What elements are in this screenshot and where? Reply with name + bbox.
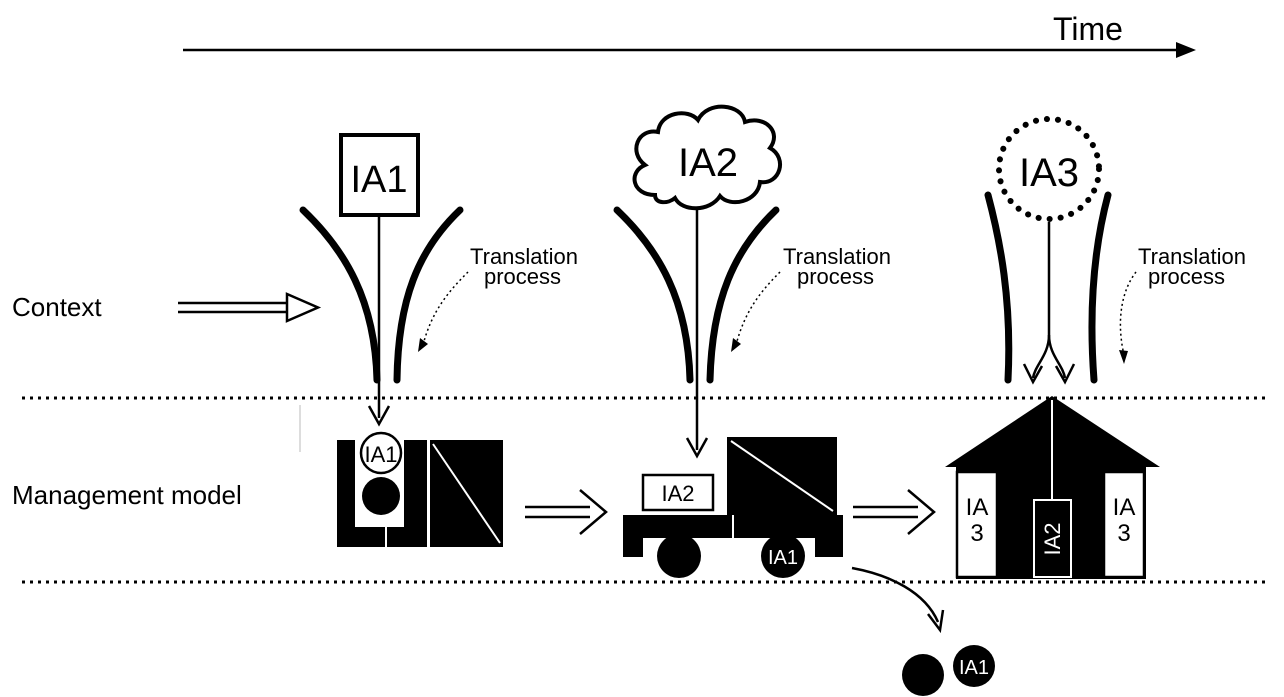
model-2: IA2 IA1 [623, 437, 843, 578]
funnel-right-2 [706, 206, 780, 384]
funnel-left-3 [984, 191, 1013, 384]
model-3: IA 3 IA 3 IA2 [945, 396, 1160, 579]
model-2-wheel-left [657, 534, 701, 578]
translation-process-label-2: Translation [783, 244, 891, 269]
context-label: Context [12, 292, 102, 322]
house-left-label-a: IA [966, 494, 989, 521]
management-model-label: Management model [12, 480, 242, 510]
model-2-wheel-right [761, 534, 805, 578]
transition-arrow-1 [525, 489, 608, 535]
model-1-ia1-circle [359, 431, 403, 475]
house-right-panel [1102, 470, 1146, 579]
funnel-right-3 [1088, 191, 1112, 384]
translation-process-label-1: Translation [470, 244, 578, 269]
model-1-ia1-label: IA1 [364, 442, 397, 467]
drop-arrow [851, 566, 940, 623]
translation-pointer-1 [422, 271, 469, 346]
dropped-ia1-label: IA1 [959, 657, 989, 679]
idea-ia2-label: IA2 [678, 141, 738, 185]
idea-ia1-box [339, 133, 420, 217]
translation-pointer-2 [735, 271, 781, 346]
dropped-ia1 [953, 645, 995, 687]
idea-ia3-label: IA3 [1019, 151, 1079, 195]
stage-3: IA3 Translation process IA 3 IA 3 IA2 [945, 116, 1246, 579]
time-arrow-head [1176, 42, 1196, 58]
house-door [1033, 499, 1072, 578]
translation-process-label-2b: process [797, 264, 874, 289]
model-1-wheel [362, 477, 400, 515]
time-axis: Time [183, 11, 1196, 58]
model-2-ia2-box [641, 473, 715, 512]
time-label: Time [1053, 11, 1123, 47]
translation-process-label-3b: process [1148, 264, 1225, 289]
translation-process-label-1b: process [484, 264, 561, 289]
house-left-label-b: 3 [970, 520, 983, 547]
model-2-ia1-label: IA1 [768, 547, 798, 569]
stage-2: IA2 Translation process IA2 IA1 IA1 [613, 104, 995, 696]
idea-ia1-label: IA1 [350, 159, 407, 201]
house-door-label: IA2 [1040, 522, 1065, 555]
model-2-ia2-label: IA2 [661, 481, 694, 506]
funnel-right-1 [393, 206, 464, 384]
funnel-left-1 [299, 206, 381, 384]
context-arrow [178, 292, 322, 323]
translation-process-label-3: Translation [1138, 244, 1246, 269]
translation-pointer-3 [1119, 271, 1137, 356]
stage-1: IA1 Translation process IA1 [299, 133, 578, 547]
transition-arrow-2 [853, 489, 936, 535]
idea-ia3-dotted-circle [996, 116, 1102, 222]
model-1: IA1 [337, 431, 503, 547]
house-right-label-a: IA [1113, 494, 1136, 521]
house-left-panel [955, 470, 999, 579]
funnel-left-2 [613, 206, 694, 384]
idea-ia2-cloud [632, 104, 782, 211]
house-right-label-b: 3 [1117, 520, 1130, 547]
dropped-wheel [902, 654, 944, 696]
